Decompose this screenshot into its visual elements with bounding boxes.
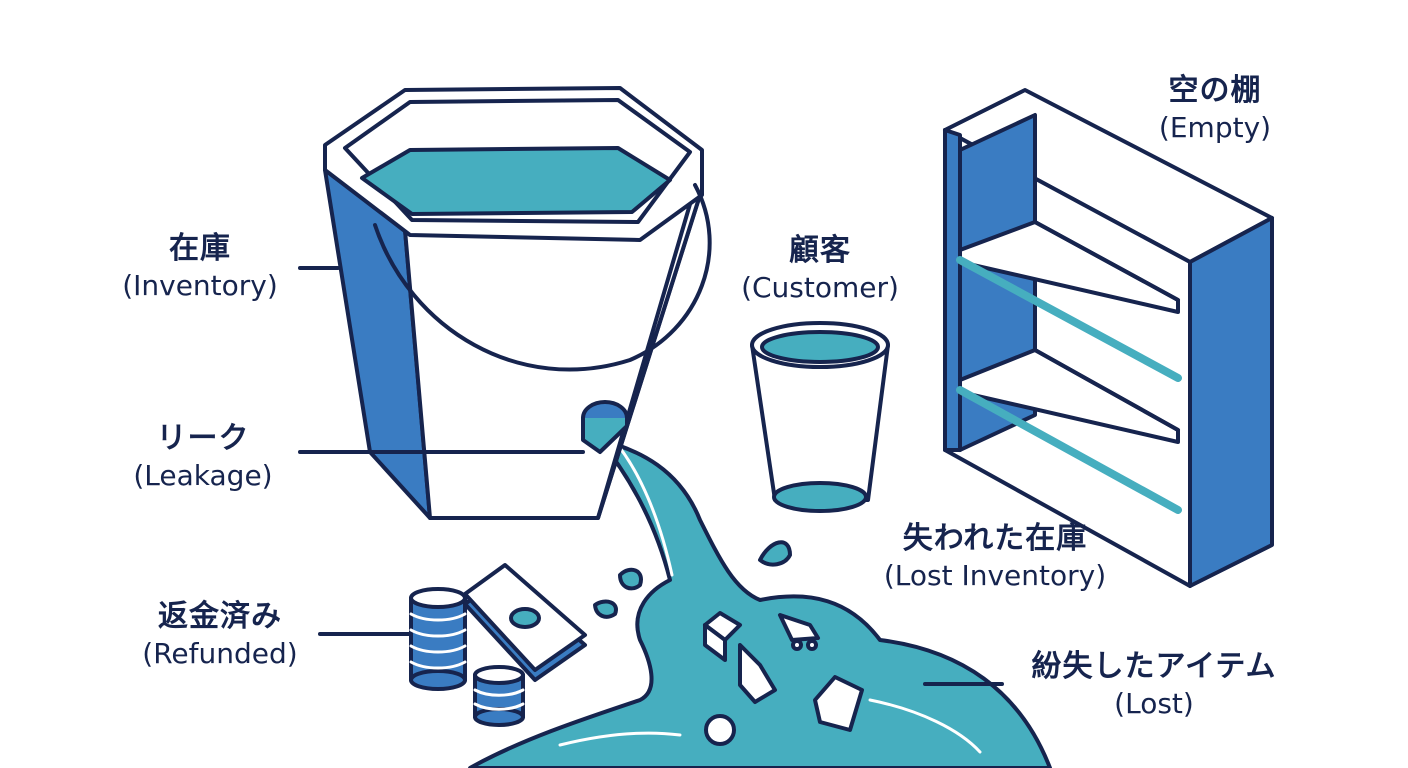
water-puddle [468, 436, 1052, 768]
label-lost-inventory: 失われた在庫 (Lost Inventory) [860, 520, 1130, 593]
box-icon [703, 611, 777, 704]
label-customer: 顧客 (Customer) [720, 232, 920, 305]
label-leakage: リーク (Leakage) [108, 420, 298, 493]
label-customer-en: (Customer) [741, 270, 899, 304]
label-empty-shelf-jp: 空の棚 [1168, 73, 1262, 108]
label-lost-items-en: (Lost) [1114, 686, 1194, 720]
label-refunded: 返金済み (Refunded) [120, 598, 320, 671]
label-refunded-en: (Refunded) [142, 636, 298, 670]
label-lost-inventory-en: (Lost Inventory) [883, 558, 1107, 592]
label-inventory: 在庫 (Inventory) [100, 230, 300, 303]
bucket-icon [323, 86, 704, 520]
handle-icon [373, 183, 712, 372]
ball-icon [704, 714, 736, 746]
label-inventory-jp: 在庫 [169, 231, 231, 266]
label-leakage-en: (Leakage) [133, 458, 273, 492]
cup-icon [750, 321, 890, 513]
label-empty-shelf: 空の棚 (Empty) [1125, 72, 1305, 145]
label-lost-inventory-jp: 失われた在庫 [902, 521, 1088, 556]
spout-icon [581, 400, 629, 454]
banknote-stack-icon [463, 563, 587, 682]
cart-icon [778, 613, 820, 651]
label-lost-items-jp: 紛失したアイテム [1031, 649, 1277, 684]
label-lost-items: 紛失したアイテム (Lost) [1000, 648, 1308, 721]
label-refunded-jp: 返金済み [158, 599, 282, 634]
coin-stack-icon [409, 587, 525, 727]
shelf-icon [943, 88, 1274, 588]
label-empty-shelf-en: (Empty) [1158, 110, 1272, 144]
label-customer-jp: 顧客 [789, 233, 851, 268]
receipt-icon [813, 675, 864, 732]
label-inventory-en: (Inventory) [122, 268, 278, 302]
label-leakage-jp: リーク [156, 421, 250, 456]
